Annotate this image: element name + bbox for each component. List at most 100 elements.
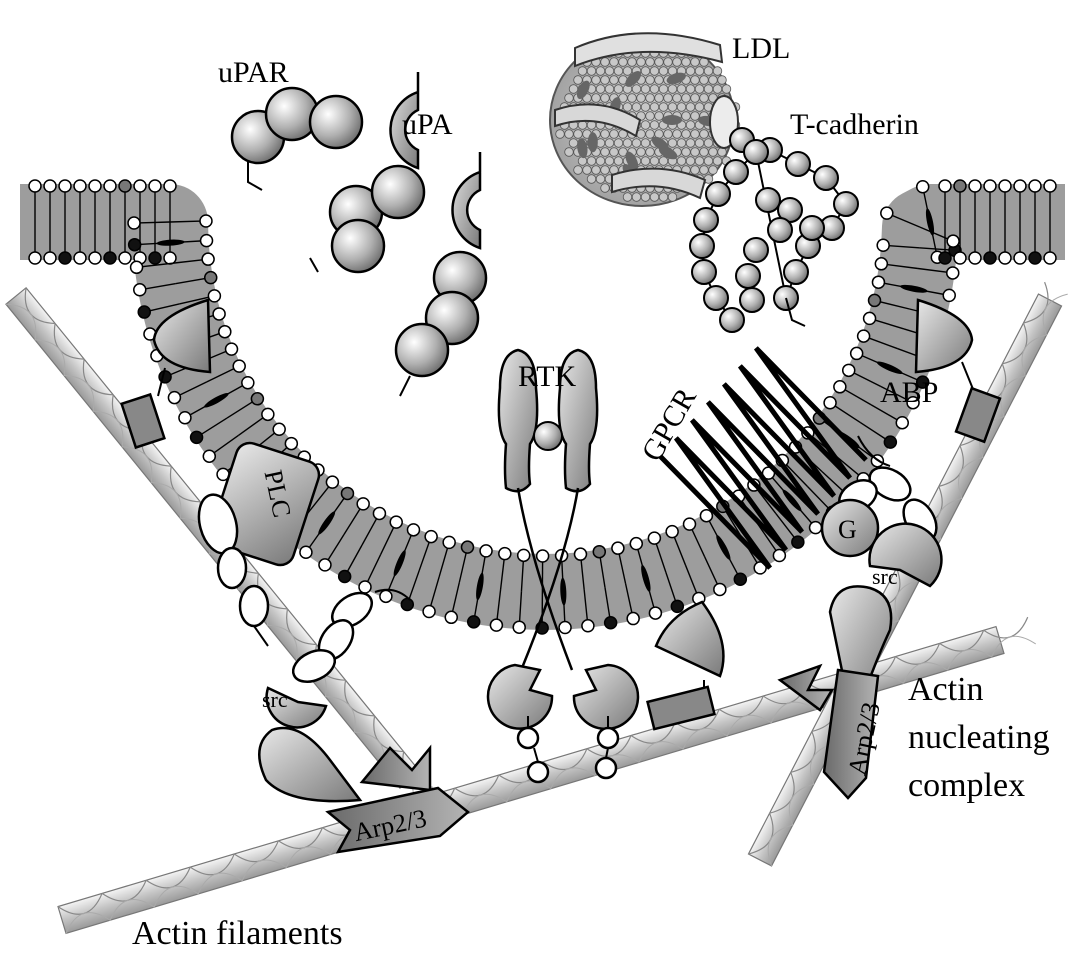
lipid-head-inner — [1014, 252, 1026, 264]
lipid-head-inner — [131, 261, 143, 273]
ldl-lipid-dot — [682, 94, 691, 103]
lipid-head-outer — [851, 347, 863, 359]
ldl-lipid-dot — [682, 112, 691, 121]
lipid-head-inner — [714, 583, 726, 595]
ldl-lipid-dot — [655, 112, 664, 121]
lipid-head-outer — [407, 524, 419, 536]
ldl-lipid-dot — [650, 67, 659, 76]
lipid-head-outer — [119, 180, 131, 192]
lipid-head-outer — [208, 290, 220, 302]
lipid-head-inner — [168, 392, 180, 404]
lipid-head-inner — [300, 546, 312, 558]
ldl-lipid-dot — [592, 166, 601, 175]
ldl-lipid-dot — [569, 85, 578, 94]
lipid-head-outer — [149, 180, 161, 192]
ldl-lipid-dot — [578, 157, 587, 166]
ldl-lipid-dot — [704, 157, 713, 166]
cadherin-domain — [744, 140, 768, 164]
lipid-head-inner — [179, 412, 191, 424]
lipid-head-inner — [943, 289, 955, 301]
lipid-head-inner — [339, 571, 351, 583]
ldl-lipid-dot — [610, 76, 619, 85]
ldl-lipid-dot — [637, 58, 646, 67]
ldl-lipid-dot — [650, 193, 659, 202]
ldl-lipid-dot — [686, 121, 695, 130]
lipid-head-outer — [984, 180, 996, 192]
ldl-lipid-dot — [686, 157, 695, 166]
lipid-head-outer — [824, 397, 836, 409]
lipid-head-inner — [138, 306, 150, 318]
cadherin-domain — [768, 218, 792, 242]
upa-ligand — [390, 72, 480, 248]
t-cadherin-label: T-cadherin — [790, 108, 919, 141]
lipid-head-outer — [939, 180, 951, 192]
ldl-core-lipid — [662, 115, 682, 125]
ldl-lipid-dot — [664, 58, 673, 67]
lipid-head-outer — [877, 239, 889, 251]
ldl-lipid-dot — [596, 157, 605, 166]
lipid-head-outer — [285, 438, 297, 450]
ldl-lipid-dot — [587, 175, 596, 184]
ldl-lipid-dot — [691, 76, 700, 85]
lipid-head-inner — [773, 550, 785, 562]
cadherin-domain — [800, 216, 824, 240]
ldl-lipid-dot — [587, 67, 596, 76]
lipid-head-inner — [1044, 252, 1056, 264]
lipid-head-inner — [999, 252, 1011, 264]
ldl-lipid-dot — [623, 67, 632, 76]
lipid-head-outer — [201, 235, 213, 247]
cadherin-domain — [724, 160, 748, 184]
lipid-head-outer — [499, 548, 511, 560]
ldl-lipid-dot — [677, 85, 686, 94]
ldl-lipid-dot — [646, 58, 655, 67]
lipid-head-inner — [513, 621, 525, 633]
lipid-head-outer — [593, 546, 605, 558]
lipid-head-outer — [954, 180, 966, 192]
ldl-lipid-dot — [641, 103, 650, 112]
ldl-lipid-dot — [695, 67, 704, 76]
ldl-lipid-dot — [722, 85, 731, 94]
ldl-lipid-dot — [691, 130, 700, 139]
cadherin-domain — [744, 238, 768, 262]
ldl-lipid-dot — [632, 139, 641, 148]
ldl-lipid-dot — [659, 103, 668, 112]
rtk-label: RTK — [518, 360, 577, 393]
ldl-lipid-dot — [668, 139, 677, 148]
ldl-lipid-dot — [601, 76, 610, 85]
ldl-lipid-dot — [610, 130, 619, 139]
ldl-lipid-dot — [704, 85, 713, 94]
lipid-head-outer — [858, 330, 870, 342]
ldl-lipid-dot — [574, 76, 583, 85]
ldl-lipid-dot — [686, 139, 695, 148]
ldl-lipid-dot — [592, 94, 601, 103]
ldl-lipid-dot — [596, 67, 605, 76]
ldl-lipid-dot — [659, 85, 668, 94]
lipid-head-outer — [869, 294, 881, 306]
src-kinase-left: src — [262, 687, 326, 727]
lipid-head-outer — [518, 549, 530, 561]
ldl-lipid-dot — [691, 166, 700, 175]
lipid-head-inner — [74, 252, 86, 264]
lipid-head-outer — [200, 215, 212, 227]
lipid-head-inner — [605, 617, 617, 629]
ldl-lipid-dot — [628, 58, 637, 67]
lipid-head-inner — [734, 573, 746, 585]
lipid-head-outer — [630, 538, 642, 550]
ldl-lipid-dot — [718, 148, 727, 157]
ldl-lipid-dot — [677, 139, 686, 148]
lipid-head-outer — [872, 276, 884, 288]
actin-nucleating-label-line3: complex — [908, 767, 1025, 804]
lipid-head-inner — [969, 252, 981, 264]
ldl-lipid-dot — [655, 58, 664, 67]
ldl-lipid-dot — [601, 148, 610, 157]
lipid-head-inner — [1029, 252, 1041, 264]
nucleator-left — [259, 728, 360, 801]
ldl-lipid-dot — [691, 148, 700, 157]
cadherin-domain — [692, 260, 716, 284]
cadherin-domain — [756, 188, 780, 212]
ldl-lipid-dot — [704, 139, 713, 148]
ldl-lipid-dot — [650, 103, 659, 112]
g-protein-label: G — [838, 515, 857, 544]
lipid-head-outer — [1014, 180, 1026, 192]
ldl-lipid-dot — [646, 112, 655, 121]
